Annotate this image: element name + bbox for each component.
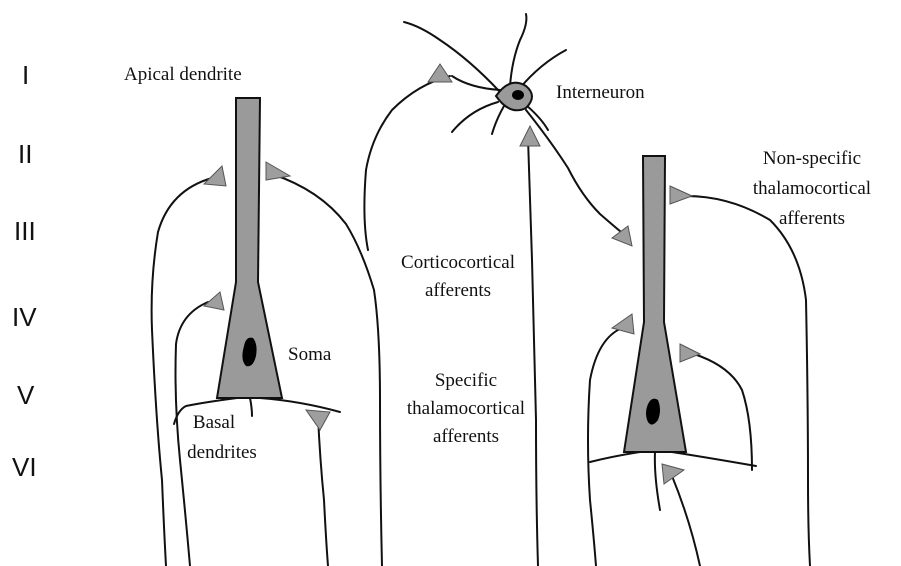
right-basal-dendrite xyxy=(655,452,660,510)
synapse-layer-i xyxy=(428,64,452,82)
corticocortical-fiber xyxy=(364,76,450,250)
corticocortical-label-line2: afferents xyxy=(425,280,491,301)
synapse-ii-middle xyxy=(520,126,540,146)
left-outer-afferent-fiber xyxy=(152,178,212,566)
layer-labels: I II III IV V VI xyxy=(12,60,37,482)
layer-label-vi: VI xyxy=(12,452,37,482)
right-lower-axon xyxy=(672,476,700,566)
non-specific-afferent-fiber xyxy=(686,196,810,566)
left-basal-dendrite xyxy=(250,398,252,416)
synapse-left-ii-a xyxy=(204,166,226,186)
layer-label-i: I xyxy=(22,60,29,90)
layer-label-v: V xyxy=(17,380,35,410)
interneuron-process xyxy=(452,102,498,132)
specific-afferent-fiber xyxy=(528,138,538,566)
interneuron-process xyxy=(452,76,500,90)
corticocortical-label-line1: Corticocortical xyxy=(401,252,515,273)
specific-label-line1: Specific xyxy=(435,370,497,391)
synapse-interneuron-iii xyxy=(612,226,632,246)
synapse-left-vi xyxy=(306,410,330,430)
interneuron-process xyxy=(510,14,526,86)
non-specific-label-line1: Non-specific xyxy=(763,148,861,169)
soma-label: Soma xyxy=(288,344,332,365)
left-lower-axon xyxy=(318,416,328,566)
left-basal-dendrite xyxy=(260,398,340,412)
right-inner-left-fiber xyxy=(588,328,622,566)
interneuron-nucleus xyxy=(512,90,524,100)
synapse-left-iv xyxy=(204,292,224,310)
synapse-right-v xyxy=(680,344,700,362)
non-specific-label-line3: afferents xyxy=(779,208,845,229)
left-pyramidal-neuron xyxy=(174,98,340,424)
basal-dendrites-label-line1: Basal xyxy=(193,412,235,433)
interneuron-axon xyxy=(526,110,626,236)
layer-label-ii: II xyxy=(18,139,32,169)
layer-label-iv: IV xyxy=(12,302,37,332)
synapse-left-ii-b xyxy=(266,162,290,180)
right-basal-dendrite xyxy=(672,452,756,466)
right-inner-right-fiber xyxy=(694,354,752,470)
interneuron-process xyxy=(492,106,504,134)
synapse-right-iii xyxy=(670,186,692,204)
interneuron-label: Interneuron xyxy=(556,82,645,103)
non-specific-label-line2: thalamocortical xyxy=(753,178,871,199)
apical-dendrite-label: Apical dendrite xyxy=(124,64,242,85)
specific-label-line3: afferents xyxy=(433,426,499,447)
interneuron xyxy=(404,14,566,134)
basal-dendrites-label-line2: dendrites xyxy=(187,442,257,463)
layer-label-iii: III xyxy=(14,216,36,246)
right-basal-dendrite xyxy=(590,452,640,462)
left-inner-afferent-fiber xyxy=(176,302,209,566)
specific-label-line2: thalamocortical xyxy=(407,398,525,419)
